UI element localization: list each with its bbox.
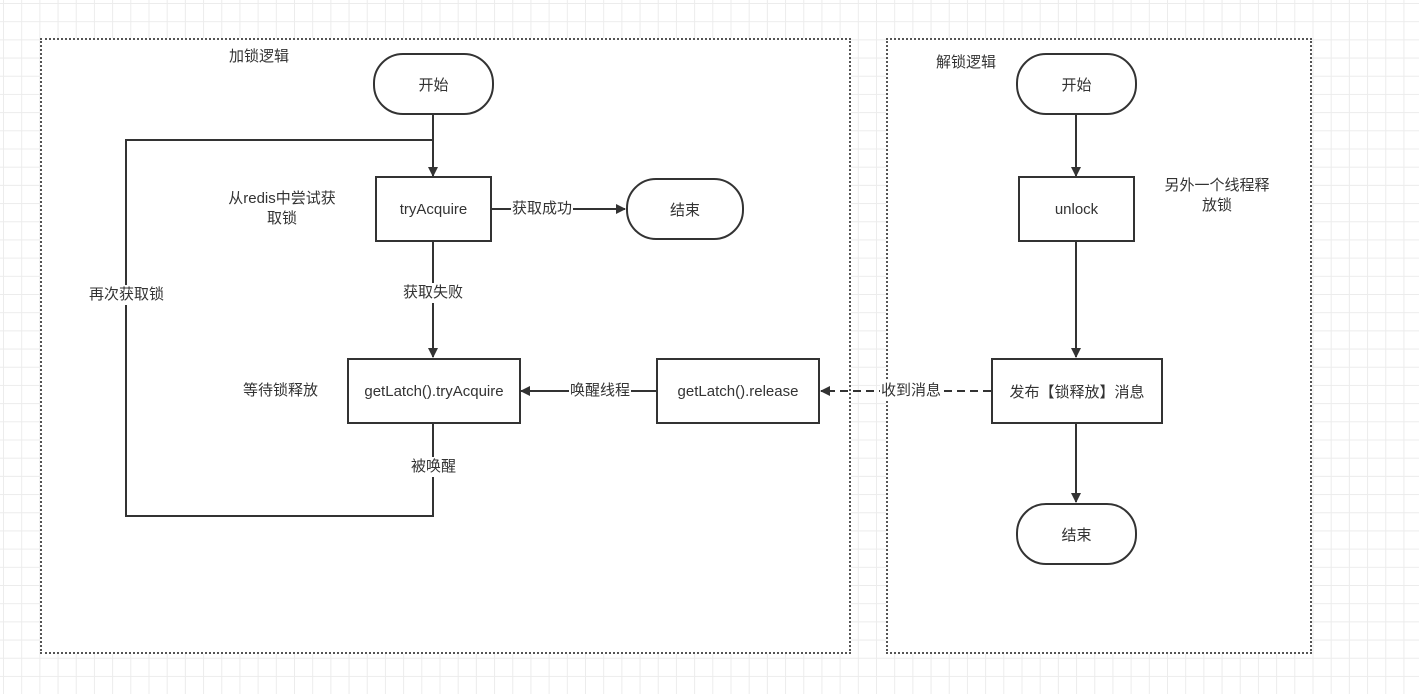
unlock-start-node[interactable]: 开始 — [1016, 53, 1137, 115]
unlock-logic-title: 解锁逻辑 — [936, 54, 997, 71]
latch-release-label: getLatch().release — [677, 382, 799, 400]
unlock-end-node[interactable]: 结束 — [1016, 503, 1137, 565]
publish-release-message-label: 发布【锁释放】消息 — [1009, 383, 1145, 401]
wakeup-edge-label: 被唤醒 — [410, 457, 458, 477]
latch-release-node[interactable]: getLatch().release — [656, 358, 820, 424]
retry-edge-label: 再次获取锁 — [88, 285, 166, 305]
lock-logic-title: 加锁逻辑 — [229, 48, 290, 65]
unlock-note-line1: 另外一个线程释 — [1164, 177, 1270, 194]
lock-start-label: 开始 — [418, 76, 449, 94]
lock-end-label: 结束 — [669, 201, 700, 219]
lock-end-node[interactable]: 结束 — [626, 178, 744, 240]
publish-release-message-node[interactable]: 发布【锁释放】消息 — [991, 358, 1163, 424]
lock-start-node[interactable]: 开始 — [373, 53, 494, 115]
try-acquire-note-line1: 从redis中尝试获 — [228, 190, 336, 207]
unlock-start-label: 开始 — [1061, 76, 1092, 94]
try-acquire-note: 从redis中尝试获 取锁 — [222, 189, 342, 229]
latch-try-acquire-node[interactable]: getLatch().tryAcquire — [347, 358, 521, 424]
wake-thread-edge-label: 唤醒线程 — [569, 381, 632, 401]
unlock-note-line2: 放锁 — [1201, 197, 1232, 214]
try-acquire-note-line2: 取锁 — [266, 210, 297, 227]
try-acquire-node[interactable]: tryAcquire — [375, 176, 492, 242]
unlock-node[interactable]: unlock — [1018, 176, 1135, 242]
success-edge-label: 获取成功 — [511, 199, 574, 219]
unlock-note: 另外一个线程释 放锁 — [1157, 176, 1277, 216]
latch-try-acquire-label: getLatch().tryAcquire — [364, 382, 504, 400]
edge-retry-loop — [125, 139, 434, 517]
fail-edge-label: 获取失败 — [402, 283, 465, 303]
latch-acquire-note: 等待锁释放 — [243, 382, 319, 399]
unlock-label: unlock — [1054, 200, 1099, 218]
message-edge-label: 收到消息 — [880, 381, 943, 401]
try-acquire-label: tryAcquire — [399, 200, 468, 218]
unlock-end-label: 结束 — [1061, 526, 1092, 544]
